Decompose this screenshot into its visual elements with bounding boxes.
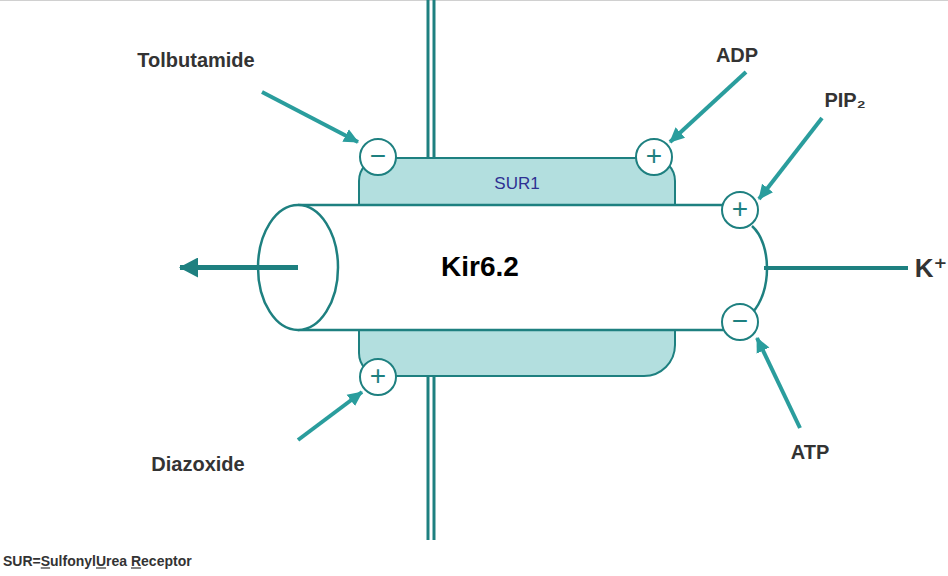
channel-name: Kir6.2 bbox=[441, 251, 519, 283]
footnote: SUR=SulfonylUrea Receptor bbox=[3, 553, 192, 569]
part-name: SUR1 bbox=[360, 174, 674, 194]
sign-symbol: + bbox=[370, 362, 386, 390]
leader-arrow bbox=[298, 392, 362, 440]
ligand-label: ATP bbox=[791, 441, 830, 464]
sign-symbol: + bbox=[732, 195, 748, 223]
sign-symbol: − bbox=[370, 142, 386, 170]
sign-symbol: − bbox=[732, 307, 748, 335]
activate-site: + bbox=[721, 191, 759, 229]
top-rule bbox=[0, 0, 948, 1]
drug-label: Diazoxide bbox=[151, 453, 244, 476]
potassium-line bbox=[764, 266, 908, 270]
leader-arrow bbox=[262, 92, 358, 142]
ligand-label: ADP bbox=[716, 44, 758, 67]
leader-arrow bbox=[757, 338, 800, 428]
sign-symbol: + bbox=[646, 142, 662, 170]
channel-cylinder: Kir6.2 bbox=[170, 190, 744, 346]
drug-label: Tolbutamide bbox=[137, 49, 254, 72]
ligand-label: PIP₂ bbox=[824, 89, 865, 112]
efflux-arrow bbox=[180, 265, 298, 270]
leader-arrows bbox=[262, 72, 822, 440]
inhibit-site: − bbox=[359, 138, 397, 176]
leader-arrow bbox=[670, 72, 746, 142]
ion-label: K⁺ bbox=[915, 253, 948, 284]
activate-site: + bbox=[359, 358, 397, 396]
activate-site: + bbox=[635, 138, 673, 176]
inhibit-site: − bbox=[721, 303, 759, 341]
leader-arrow bbox=[759, 118, 822, 199]
